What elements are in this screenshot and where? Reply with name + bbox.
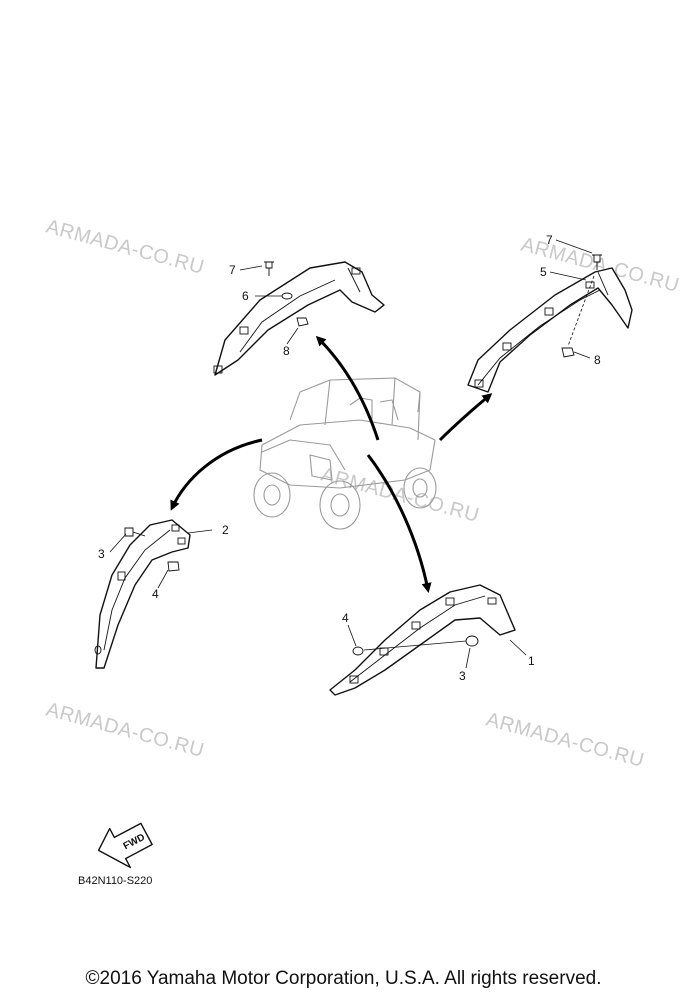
front-right-fasteners (352, 635, 479, 656)
callout-number: 8 (283, 344, 290, 358)
callout-number: 3 (459, 669, 466, 683)
rear-left-fender (213, 261, 385, 376)
callout-number: 7 (229, 263, 236, 277)
callout-number: 4 (342, 611, 349, 625)
callout-number: 8 (594, 353, 601, 367)
rear-right-fasteners (561, 254, 602, 358)
leader-line (109, 529, 213, 589)
leader-arrow (170, 438, 263, 511)
copyright-notice: ©2016 Yamaha Motor Corporation, U.S.A. A… (85, 968, 602, 989)
callout-number: 7 (546, 233, 553, 247)
leader-line (347, 624, 527, 669)
leader-arrow (366, 454, 432, 593)
callout-number: 2 (222, 523, 229, 537)
watermark: ARMADA-CO.RU (44, 699, 207, 762)
leader-line (549, 239, 593, 359)
rear-right-fender (467, 267, 633, 393)
callout-number: 3 (98, 547, 105, 561)
watermark: ARMADA-CO.RU (484, 709, 647, 772)
diagram-code: B42N110-S220 (78, 875, 152, 887)
callout-number: 4 (152, 587, 159, 601)
front-left-fender (94, 519, 191, 669)
callout-number: 5 (540, 265, 547, 279)
leader-line (239, 265, 299, 345)
callout-number: 6 (242, 289, 249, 303)
watermark: ARMADA-CO.RU (44, 216, 207, 279)
leader-arrow (315, 335, 380, 441)
callout-number: 1 (528, 654, 535, 668)
fwd-indicator: FWD (97, 822, 153, 869)
leader-arrow (438, 393, 493, 442)
front-left-fasteners (124, 527, 180, 572)
vehicle-illustration (253, 377, 437, 530)
front-right-fender (329, 584, 516, 696)
